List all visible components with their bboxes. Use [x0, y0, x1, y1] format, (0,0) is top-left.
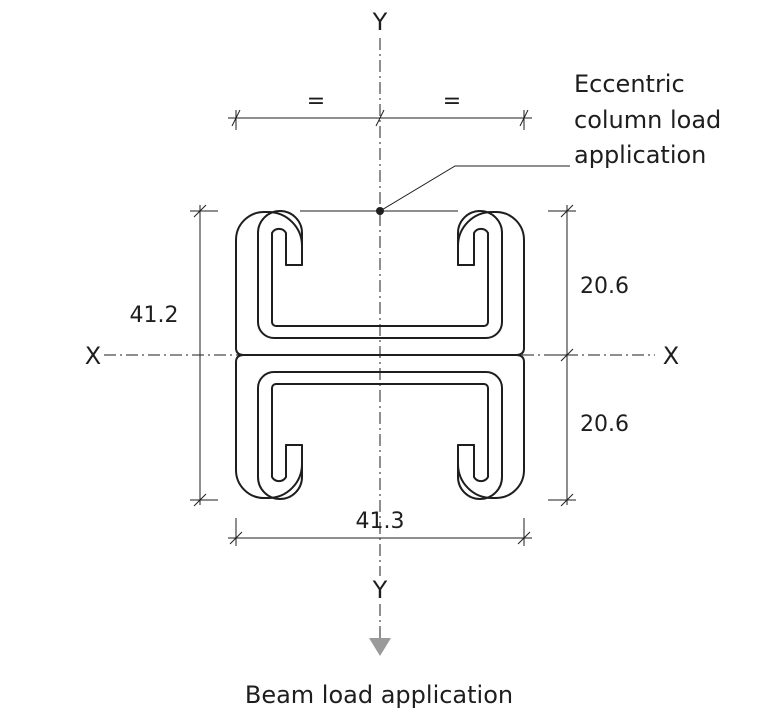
- eccentric-label-line-2: column load: [574, 106, 721, 134]
- overall-height-label: 41.2: [130, 303, 179, 328]
- eccentric-load: Eccentric column load application: [300, 70, 721, 215]
- height-tick-bottom: [193, 493, 207, 507]
- half-tick-top: [560, 204, 574, 218]
- equal-mark-left: =: [307, 89, 325, 114]
- beam-load-arrow: [369, 638, 391, 656]
- lower-channel-inner: [271, 383, 489, 483]
- equal-tick-center: [375, 109, 385, 127]
- y-axis-bottom-label: Y: [372, 576, 388, 604]
- eccentric-leader-line: [379, 165, 570, 212]
- upper-channel-outer-skin-right: [457, 211, 525, 349]
- lower-channel-outer-skin-right: [457, 361, 525, 499]
- eccentric-label-line-3: application: [574, 141, 706, 169]
- x-axis-right-label: X: [663, 342, 679, 370]
- upper-half-label: 20.6: [580, 274, 629, 299]
- width-tick-right: [517, 531, 531, 545]
- width-tick-left: [229, 531, 243, 545]
- lower-channel-outer: [257, 371, 503, 500]
- lower-channel-outer-skin: [235, 361, 303, 499]
- width-label: 41.3: [356, 509, 405, 534]
- eccentric-label-line-1: Eccentric: [574, 70, 685, 98]
- width-dimension: 41.3: [228, 509, 532, 546]
- upper-channel-outer: [257, 210, 503, 339]
- half-tick-bottom: [560, 493, 574, 507]
- lower-half-label: 20.6: [580, 412, 629, 437]
- equal-mark-right: =: [443, 89, 461, 114]
- eccentric-load-point: [376, 207, 384, 215]
- height-dimension: 41.2: [130, 204, 218, 507]
- upper-channel-inner: [271, 227, 489, 327]
- equal-dimension: = =: [228, 89, 532, 130]
- half-tick-middle: [560, 348, 574, 362]
- y-axis-top-label: Y: [372, 8, 388, 36]
- x-axis-left-label: X: [85, 342, 101, 370]
- upper-channel-outer-skin: [235, 211, 303, 349]
- half-height-dimensions: 20.6 20.6: [548, 204, 629, 507]
- left-join-curve: [235, 347, 265, 363]
- right-join-curve: [495, 347, 525, 363]
- height-tick-top: [193, 204, 207, 218]
- beam-load-label: Beam load application: [245, 681, 513, 709]
